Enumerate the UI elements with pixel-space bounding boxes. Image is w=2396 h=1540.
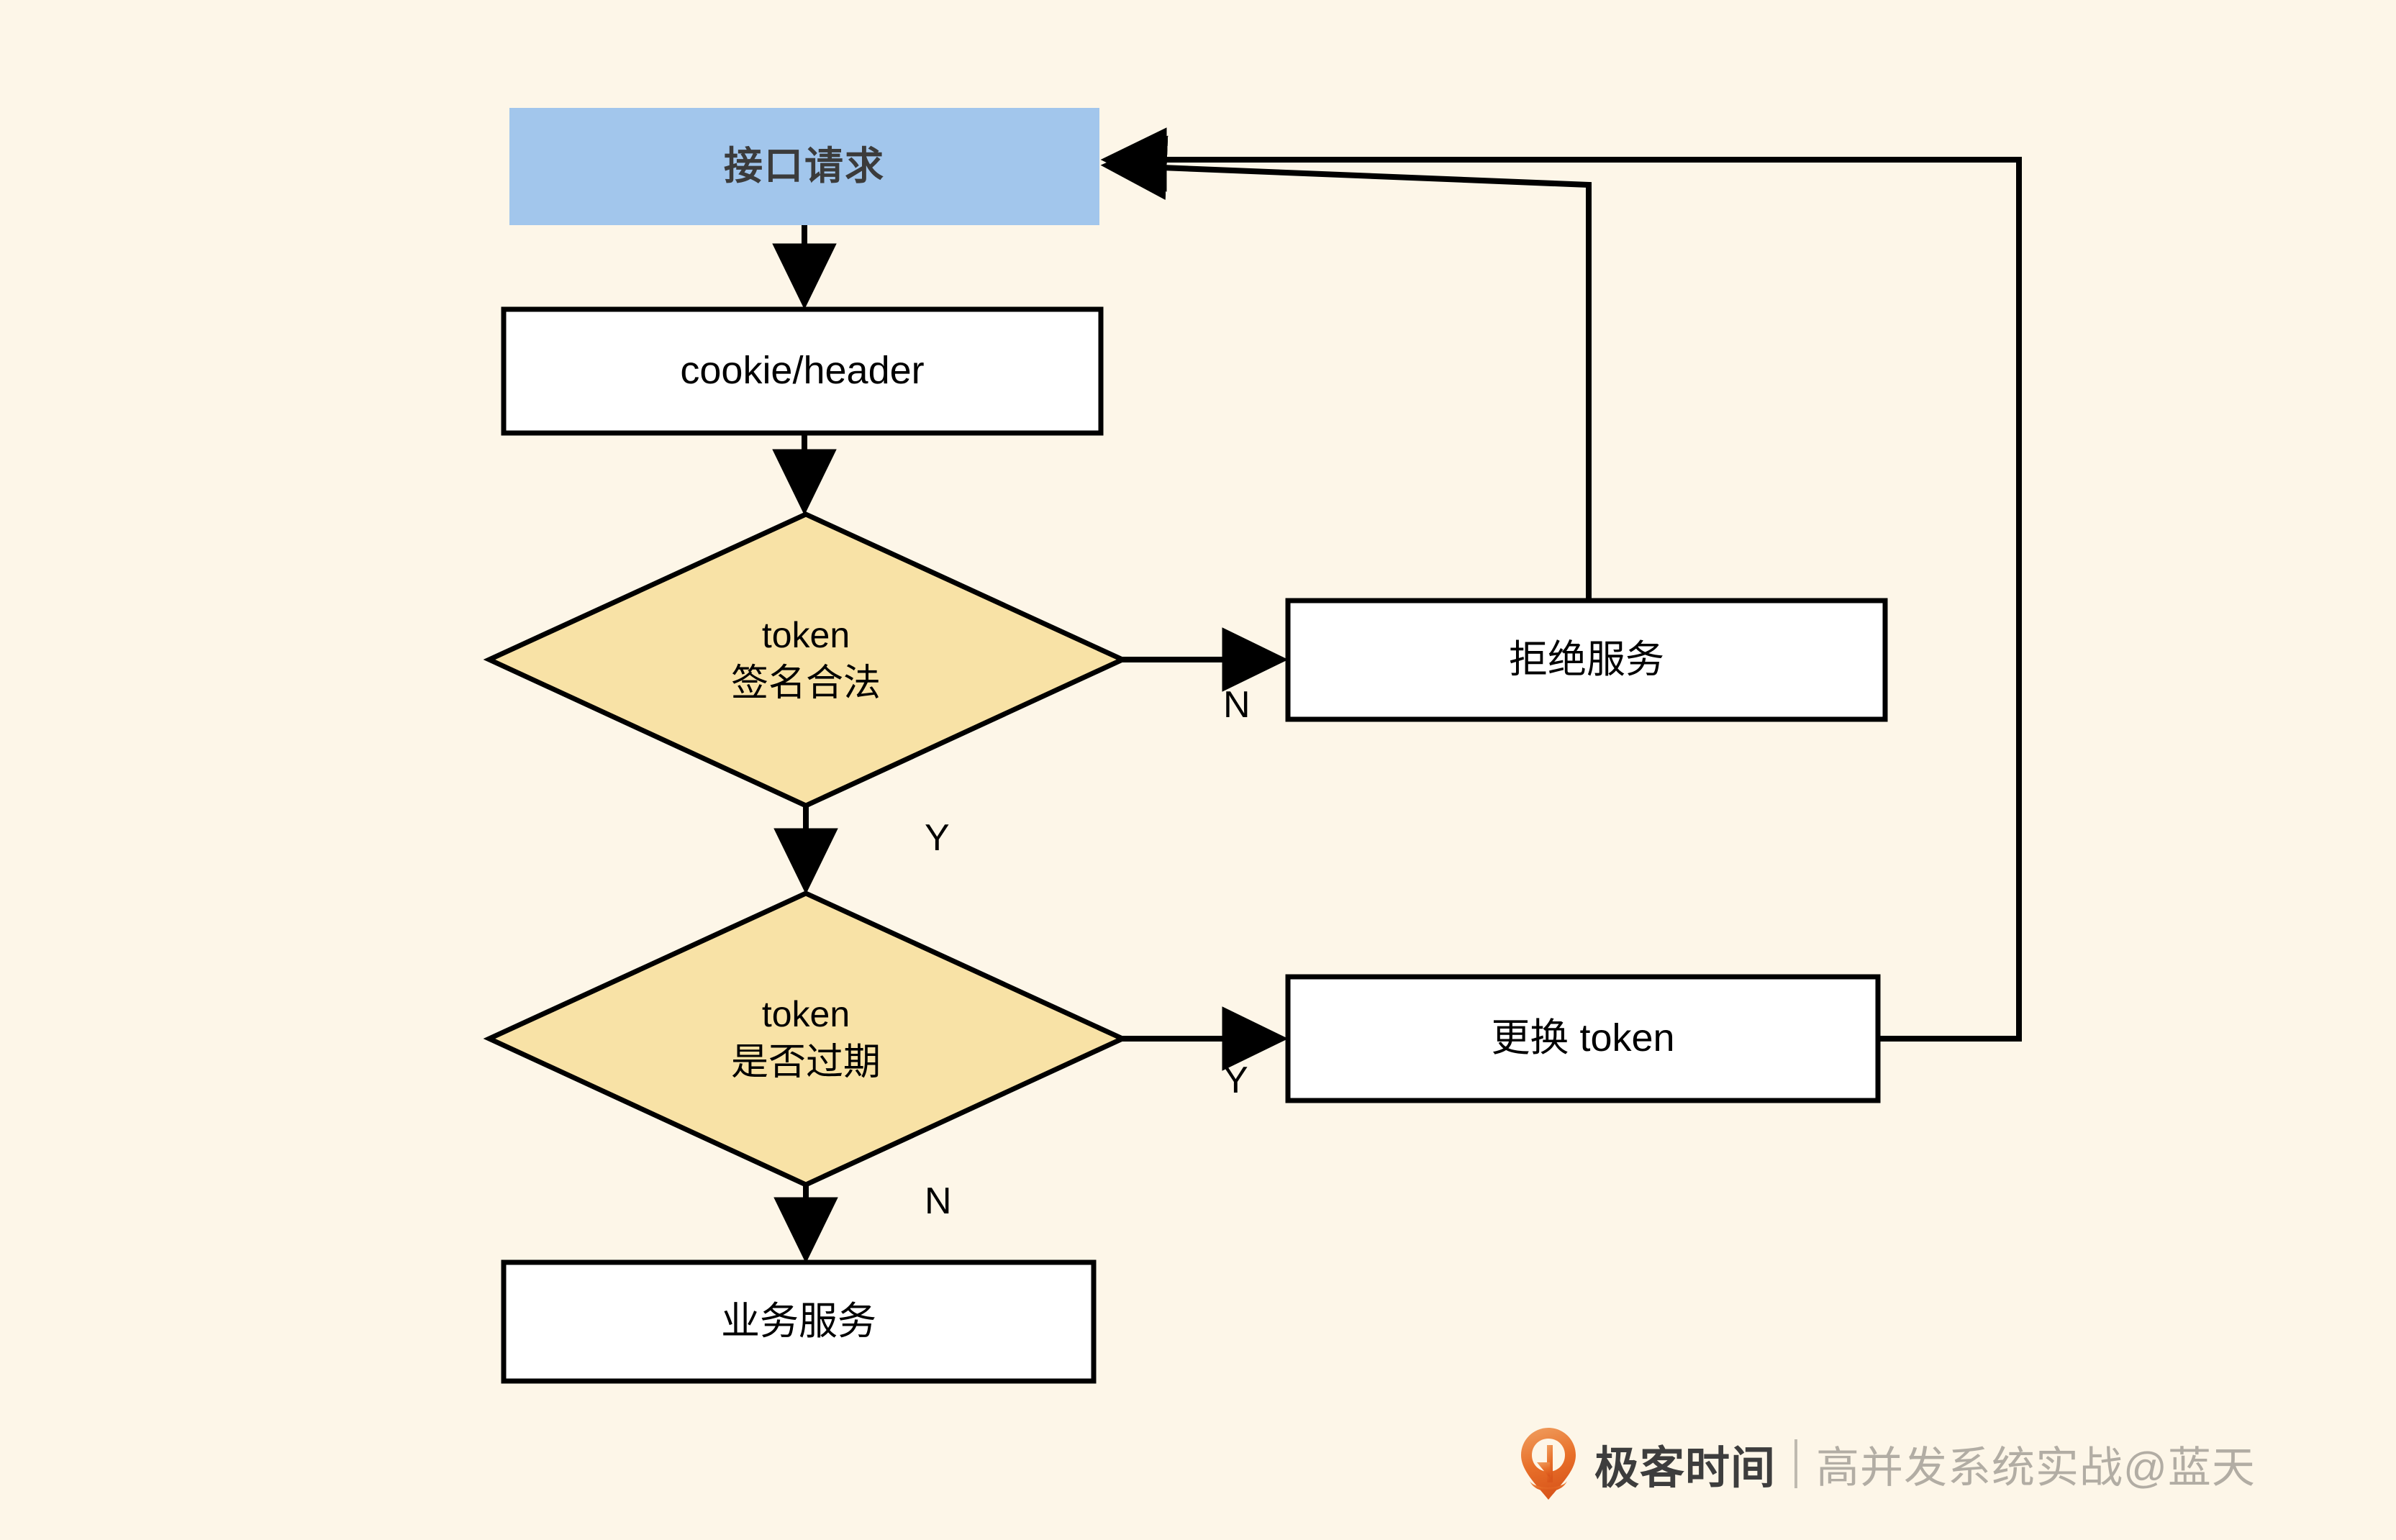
edge-renew-back-to-start: [1100, 127, 2022, 1042]
node-token-expired-shape: [483, 890, 1129, 1188]
node-business-service-shape: [501, 1259, 1097, 1384]
brand-name: 极客时间: [1594, 1444, 1776, 1493]
edge-deny-back-to-start: [1100, 135, 1592, 601]
course-name: 高并发系统实战@蓝天: [1816, 1443, 2256, 1492]
node-cookie-header-shape: [501, 306, 1104, 436]
node-renew-token-shape: [1285, 974, 1881, 1103]
footer-divider: [1794, 1439, 1798, 1488]
node-token-signature-shape: [483, 511, 1129, 808]
node-deny-service-shape: [1285, 598, 1888, 722]
footer-watermark: 极客时间 高并发系统实战@蓝天: [1518, 1421, 2256, 1507]
node-start-shape: [509, 108, 1099, 225]
geektime-drop-logo-icon: [1518, 1426, 1579, 1501]
